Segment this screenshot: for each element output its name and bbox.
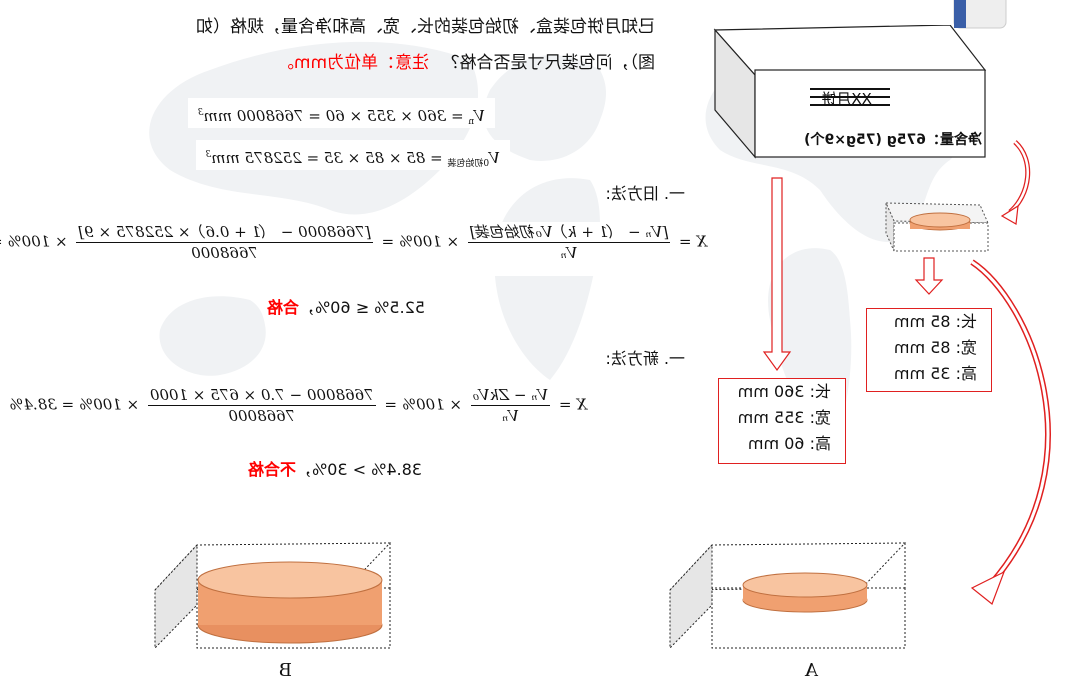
figure-b-illustration bbox=[153, 542, 392, 650]
figure-a-label: A bbox=[805, 660, 818, 681]
figure-a-illustration bbox=[668, 542, 907, 650]
figure-b-label: B bbox=[278, 660, 292, 681]
corner-tab-decoration bbox=[953, 0, 1007, 29]
arrow-to-outer-dims bbox=[762, 177, 792, 372]
inner-package-illustration bbox=[885, 202, 989, 252]
arrow-to-inner-dims bbox=[914, 257, 944, 295]
arrow-to-figure-a bbox=[970, 259, 1051, 587]
package-box-illustration bbox=[713, 25, 987, 159]
